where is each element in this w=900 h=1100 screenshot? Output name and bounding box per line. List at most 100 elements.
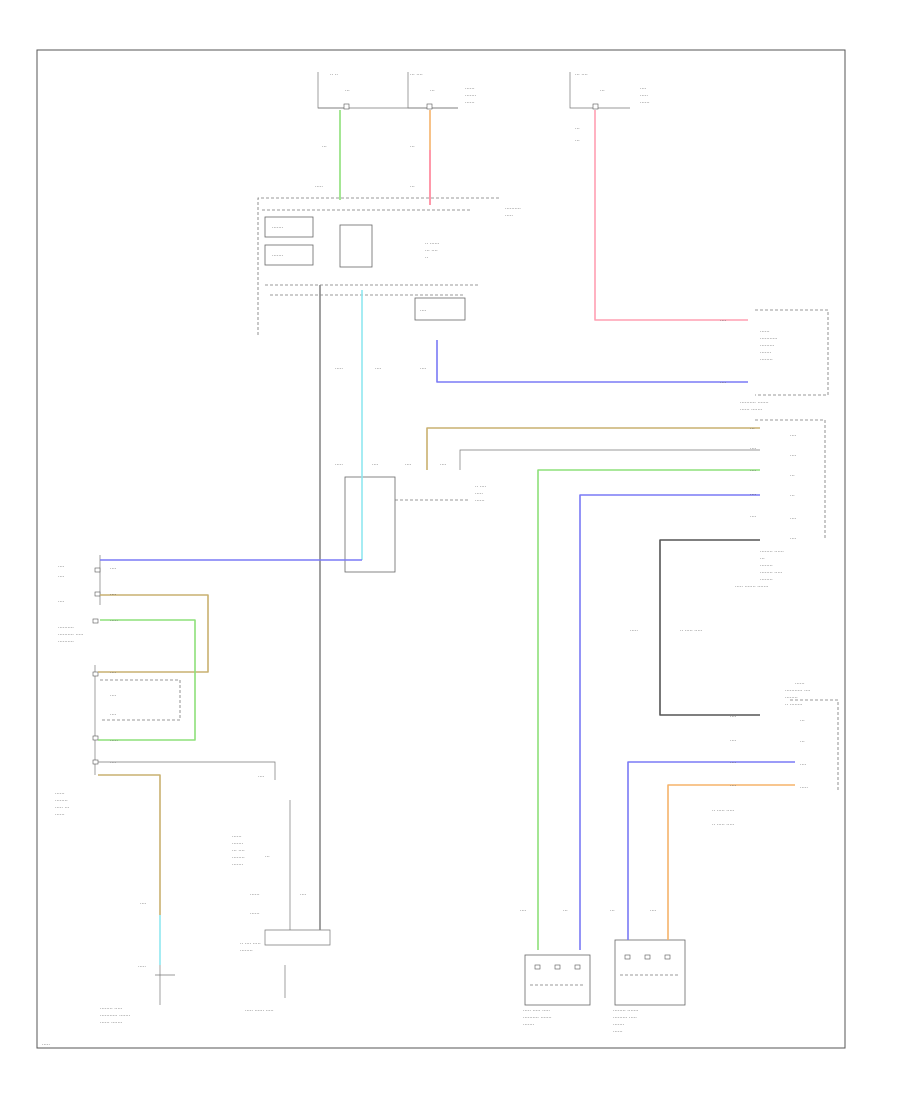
wire-green-left <box>98 619 196 741</box>
junction-block: ······· ······· ···· ·· ······ ··· ···· … <box>257 197 521 335</box>
svg-text:····: ···· <box>750 514 757 520</box>
svg-text:···: ··· <box>760 556 765 562</box>
svg-text:····: ···· <box>720 318 727 324</box>
svg-text:·······: ······· <box>232 862 244 868</box>
svg-text:····: ···· <box>790 453 797 459</box>
svg-text:····: ···· <box>650 908 657 914</box>
svg-text:···: ··· <box>600 88 605 94</box>
svg-text:···: ··· <box>345 88 350 94</box>
svg-text:·······: ······· <box>760 350 772 356</box>
wire-dark-gray <box>659 539 760 716</box>
svg-text:···: ··· <box>410 184 415 190</box>
svg-text:·········: ········· <box>760 343 775 349</box>
svg-text:···: ··· <box>800 718 805 724</box>
svg-text:········ ·······: ········ ······· <box>613 1008 639 1014</box>
svg-text:······: ······ <box>250 892 260 898</box>
svg-text:·····: ····· <box>42 1042 50 1048</box>
svg-text:··· ····: ··· ···· <box>425 248 438 254</box>
svg-text:········ ······: ········ ······ <box>760 549 784 555</box>
svg-text:·· ··: ·· ·· <box>330 72 338 78</box>
svg-text:········ ·····: ········ ····· <box>100 1006 123 1012</box>
svg-text:······: ······ <box>795 681 805 687</box>
svg-text:··········· ····: ··········· ···· <box>785 688 811 694</box>
svg-text:····: ···· <box>58 599 65 605</box>
svg-text:···: ··· <box>410 144 415 150</box>
svg-text:·····: ····· <box>630 628 638 634</box>
diagram-frame <box>36 49 846 1049</box>
svg-text:····: ···· <box>110 760 117 766</box>
svg-text:·····: ····· <box>335 366 343 372</box>
svg-text:····: ···· <box>730 738 737 744</box>
wire-tan-top <box>426 427 760 470</box>
left-front-seat-heater: ····· ····· ····· ·········· ······· ···… <box>523 954 591 1028</box>
wire-green-long <box>537 469 760 950</box>
svg-text:····: ···· <box>640 86 647 92</box>
svg-text:····: ···· <box>140 901 147 907</box>
svg-text:····· ····· ·····: ····· ····· ····· <box>523 1008 550 1014</box>
right-front-seat-heater: ········ ······· ········· ····· ·······… <box>613 939 686 1035</box>
svg-text:···: ··· <box>563 908 568 914</box>
svg-text:····· ······· ·······: ····· ······· ······· <box>735 584 769 590</box>
svg-text:·······: ······· <box>232 841 244 847</box>
svg-text:··· ····: ··· ···· <box>575 72 588 78</box>
svg-text:····: ···· <box>110 712 117 718</box>
svg-text:···: ··· <box>265 854 270 860</box>
svg-text:····: ···· <box>790 536 797 542</box>
svg-text:·····: ····· <box>110 618 118 624</box>
svg-text:····: ···· <box>258 774 265 780</box>
svg-text:·······: ······· <box>272 253 284 259</box>
svg-text:······: ······ <box>232 834 242 840</box>
front-passenger-seat-sensor: ······ ··········· ···· ········ ·· ····… <box>680 628 839 828</box>
svg-text:········: ········ <box>760 563 773 569</box>
wire-blue-long <box>579 494 760 950</box>
wire-blue-lower <box>627 761 795 940</box>
svg-text:·· ····: ·· ···· <box>475 484 487 490</box>
svg-text:····: ···· <box>730 783 737 789</box>
svg-text:··········: ·········· <box>58 625 74 631</box>
svg-text:·· ····· ·····: ·· ····· ····· <box>712 822 735 828</box>
svg-text:······: ······ <box>465 100 475 106</box>
center-relay-box: ·· ···· ····· ······ <box>344 476 487 573</box>
svg-text:····: ···· <box>58 574 65 580</box>
left-seat-connectors: ···· ···· ···· ·········· ·········· ···… <box>55 555 181 818</box>
svg-text:········: ········ <box>760 577 773 583</box>
wire-orange-lower <box>667 784 795 940</box>
svg-text:·····: ····· <box>800 785 808 791</box>
fuse-block-top-left: ·· ·· ··· ···· ··· ··· ······ ······· ··… <box>317 72 477 110</box>
svg-text:········· ·····: ········· ····· <box>613 1015 637 1021</box>
svg-text:····: ···· <box>372 462 379 468</box>
svg-text:····: ···· <box>800 762 807 768</box>
svg-text:····: ···· <box>110 592 117 598</box>
svg-text:····: ···· <box>790 516 797 522</box>
passenger-detection-ecu: ······ ··········· ········· ······· ···… <box>740 309 829 413</box>
svg-text:·······: ······· <box>272 225 284 231</box>
svg-text:······ ·······: ······ ······· <box>740 407 763 413</box>
svg-text:······: ······ <box>250 911 260 917</box>
svg-text:······: ······ <box>640 100 650 106</box>
svg-text:····: ···· <box>375 366 382 372</box>
svg-text:········: ········ <box>55 798 68 804</box>
svg-text:····: ···· <box>750 492 757 498</box>
svg-text:······: ······ <box>55 812 65 818</box>
svg-text:···: ··· <box>575 138 580 144</box>
svg-text:·· ···· ·····: ·· ···· ····· <box>240 941 261 947</box>
svg-text:····: ···· <box>790 433 797 439</box>
svg-text:··········: ·········· <box>505 206 521 212</box>
svg-text:·· ····· ·····: ·· ····· ····· <box>680 628 703 634</box>
svg-text:······: ······ <box>475 498 485 504</box>
svg-text:···: ··· <box>610 908 615 914</box>
svg-text:········: ········ <box>760 357 773 363</box>
svg-text:·······: ······· <box>613 1022 625 1028</box>
svg-text:········ ·····: ········ ····· <box>760 570 783 576</box>
svg-text:····: ···· <box>420 308 427 314</box>
svg-text:····: ···· <box>730 714 737 720</box>
wire-pink-right <box>594 110 748 321</box>
svg-text:····: ···· <box>720 380 727 386</box>
svg-text:····: ···· <box>750 446 757 452</box>
svg-text:····· ······ ·····: ····· ······ ····· <box>245 1008 274 1014</box>
svg-text:·· ········: ·· ········ <box>785 702 803 708</box>
svg-text:······: ······ <box>613 1029 623 1035</box>
svg-text:·····: ····· <box>505 213 513 219</box>
svg-text:·······: ······· <box>465 93 477 99</box>
